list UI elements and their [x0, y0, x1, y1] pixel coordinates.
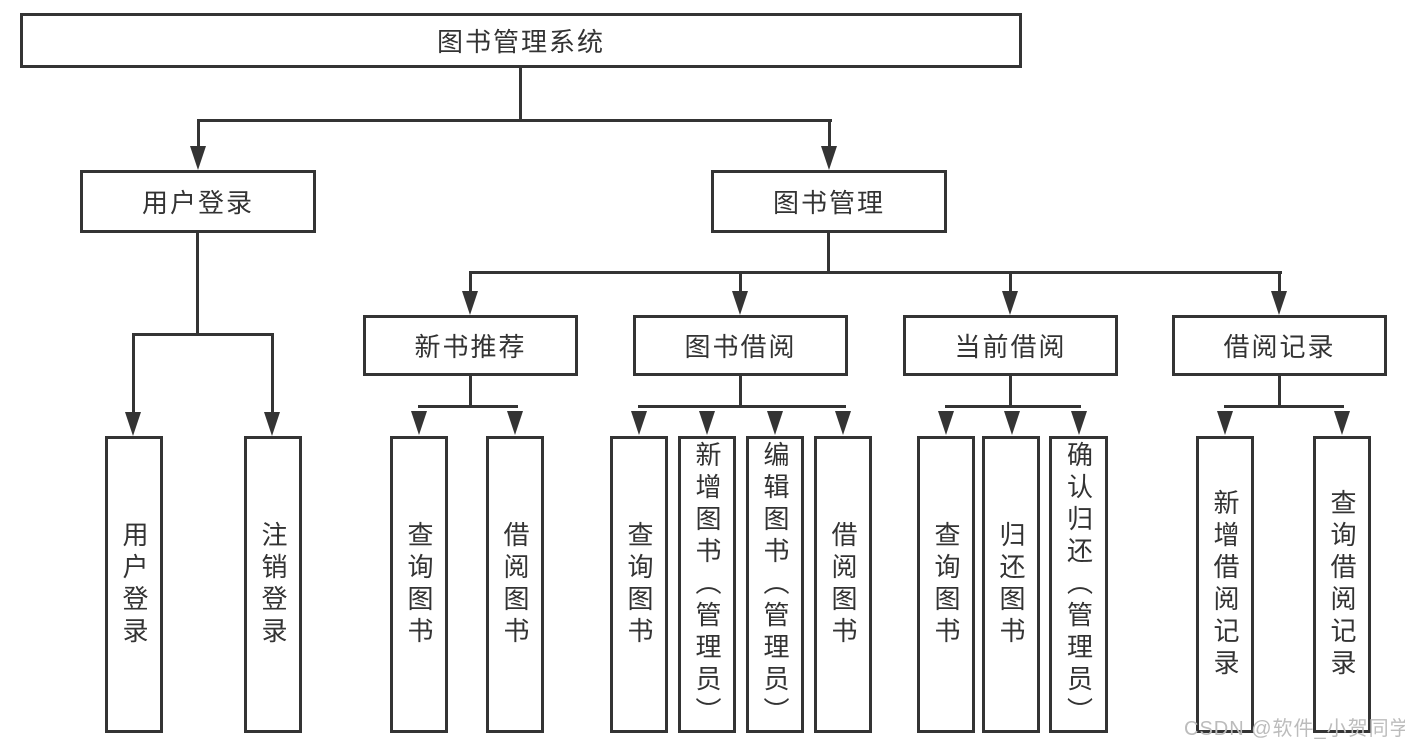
- node-current-borrow: 当前借阅: [903, 315, 1118, 376]
- connector-current-borrow-branch: [945, 405, 1081, 408]
- leaf-query-books-a: 查询图书: [390, 436, 448, 733]
- node-book-borrow: 图书借阅: [633, 315, 848, 376]
- leaf-query-books-c: 查询图书: [917, 436, 975, 733]
- connector-borrow-records-trunk: [1278, 376, 1281, 408]
- leaf-add-borrow-record: 新增借阅记录: [1196, 436, 1254, 733]
- leaf-label: 借阅图书: [500, 520, 530, 649]
- connector-level3-branch: [469, 271, 1282, 274]
- leaf-label: 编辑图书（管理员）: [760, 440, 790, 729]
- connector-stem-user-login: [197, 119, 200, 149]
- connector-current-borrow-trunk: [1009, 376, 1012, 408]
- leaf-return-books: 归还图书: [982, 436, 1040, 733]
- arrowhead-icon: [732, 291, 748, 315]
- leaf-label: 查询借阅记录: [1327, 488, 1357, 681]
- node-book-mgmt: 图书管理: [711, 170, 947, 233]
- connector-stem-leaf-logout: [271, 333, 274, 413]
- arrowhead-icon: [507, 411, 523, 435]
- connector-new-books-trunk: [469, 376, 472, 408]
- arrowhead-icon: [1334, 411, 1350, 435]
- node-root-label: 图书管理系统: [436, 27, 605, 57]
- arrowhead-icon: [821, 146, 837, 170]
- arrowhead-icon: [411, 411, 427, 435]
- connector-book-borrow-trunk: [739, 376, 742, 408]
- connector-stem-book-mgmt: [828, 119, 831, 149]
- node-current-borrow-label: 当前借阅: [954, 332, 1067, 362]
- connector-stem-book-borrow: [739, 271, 742, 293]
- node-borrow-records: 借阅记录: [1172, 315, 1387, 376]
- connector-stem-current-borrow: [1009, 271, 1012, 293]
- arrowhead-icon: [938, 411, 954, 435]
- leaf-label: 新增图书（管理员）: [692, 440, 722, 729]
- leaf-label: 确认归还（管理员）: [1063, 440, 1094, 729]
- leaf-borrow-books-a: 借阅图书: [486, 436, 544, 733]
- leaf-add-books-admin: 新增图书（管理员）: [678, 436, 736, 733]
- connector-stem-leaf-login: [132, 333, 135, 413]
- connector-user-trunk: [196, 233, 199, 336]
- arrowhead-icon: [631, 411, 647, 435]
- arrowhead-icon: [1002, 291, 1018, 315]
- arrowhead-icon: [1271, 291, 1287, 315]
- leaf-user-login: 用户登录: [105, 436, 163, 733]
- node-user-login: 用户登录: [80, 170, 316, 233]
- connector-new-books-branch: [418, 405, 518, 408]
- connector-user-branch: [132, 333, 274, 336]
- node-book-borrow-label: 图书借阅: [684, 332, 797, 362]
- leaf-label: 查询图书: [931, 520, 961, 649]
- node-new-books-label: 新书推荐: [414, 332, 527, 362]
- leaf-confirm-return-admin: 确认归还（管理员）: [1049, 436, 1108, 733]
- node-borrow-records-label: 借阅记录: [1223, 332, 1336, 362]
- leaf-logout-label: 注销登录: [258, 520, 288, 649]
- node-root: 图书管理系统: [20, 13, 1022, 68]
- connector-borrow-records-branch: [1224, 405, 1344, 408]
- leaf-query-borrow-record: 查询借阅记录: [1313, 436, 1371, 733]
- leaf-user-login-label: 用户登录: [119, 520, 149, 649]
- leaf-label: 归还图书: [996, 520, 1026, 649]
- leaf-label: 查询图书: [404, 520, 434, 649]
- connector-level1-branch: [197, 119, 832, 122]
- connector-book-trunk: [827, 233, 830, 274]
- arrowhead-icon: [1217, 411, 1233, 435]
- csdn-watermark: CSDN @软件_小贺同学: [1184, 718, 1405, 740]
- leaf-logout: 注销登录: [244, 436, 302, 733]
- connector-stem-new-books: [469, 271, 472, 293]
- arrowhead-icon: [1071, 411, 1087, 435]
- connector-root-trunk: [519, 68, 522, 122]
- node-book-mgmt-label: 图书管理: [772, 188, 885, 218]
- arrowhead-icon: [767, 411, 783, 435]
- arrowhead-icon: [462, 291, 478, 315]
- arrowhead-icon: [1004, 411, 1020, 435]
- leaf-label: 新增借阅记录: [1210, 488, 1240, 681]
- leaf-label: 查询图书: [624, 520, 654, 649]
- arrowhead-icon: [190, 146, 206, 170]
- connector-book-borrow-branch: [638, 405, 846, 408]
- node-user-login-label: 用户登录: [141, 188, 254, 218]
- leaf-edit-books-admin: 编辑图书（管理员）: [746, 436, 804, 733]
- leaf-borrow-books-b: 借阅图书: [814, 436, 872, 733]
- arrowhead-icon: [264, 412, 280, 436]
- arrowhead-icon: [699, 411, 715, 435]
- node-new-books: 新书推荐: [363, 315, 578, 376]
- connector-stem-borrow-records: [1278, 271, 1281, 293]
- leaf-label: 借阅图书: [828, 520, 858, 649]
- arrowhead-icon: [835, 411, 851, 435]
- leaf-query-books-b: 查询图书: [610, 436, 668, 733]
- arrowhead-icon: [125, 412, 141, 436]
